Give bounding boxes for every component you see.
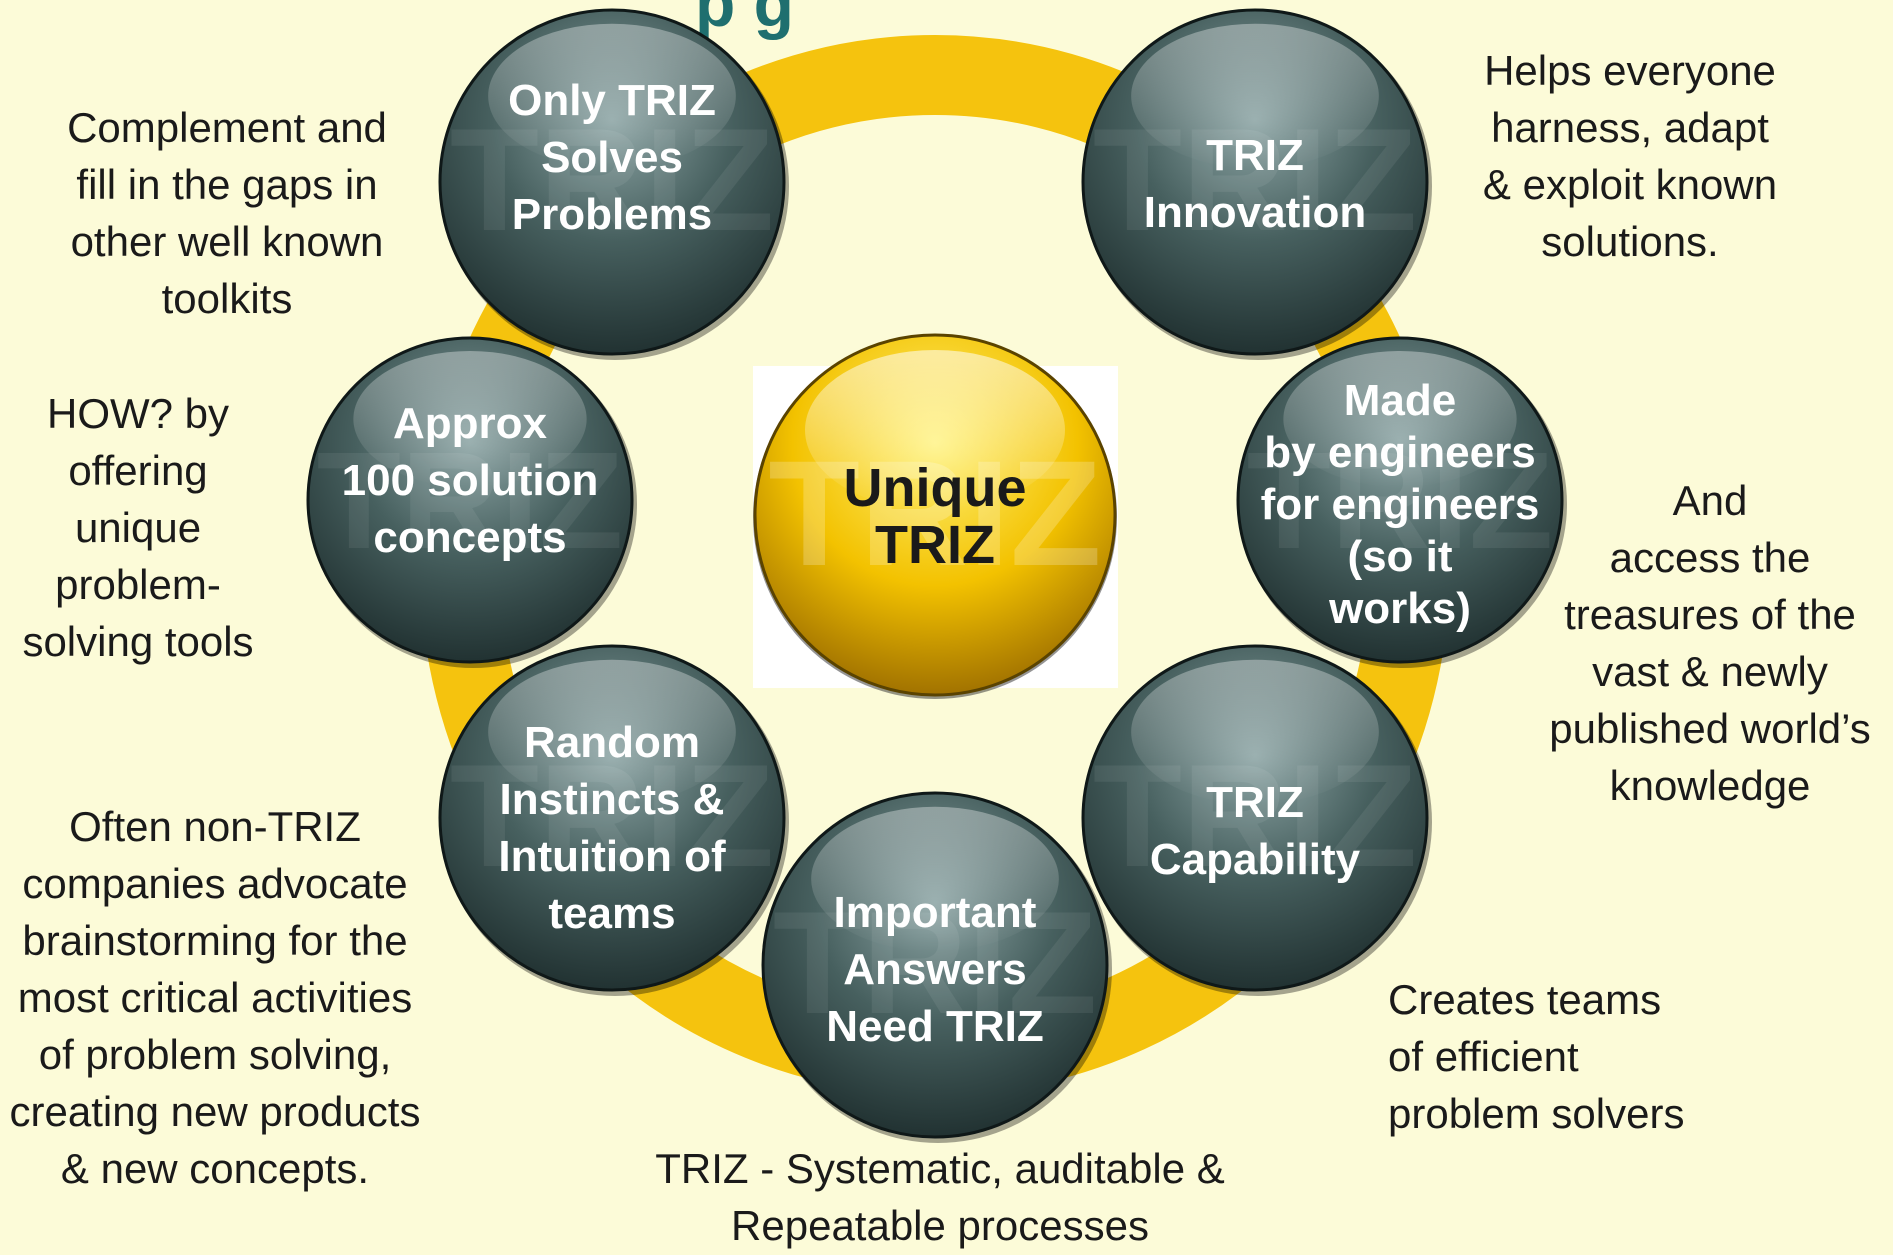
note-complement-line: other well known [70, 218, 384, 265]
note-complement-line: Complement and [67, 104, 387, 151]
note-creates-line: of efficient [1388, 1033, 1579, 1080]
center-label-line-1: Unique [844, 458, 1027, 518]
note-helps-line: & exploit known [1482, 161, 1778, 208]
note-creates: Creates teams of efficient problem solve… [1388, 971, 1728, 1142]
note-systematic-line: Repeatable processes [731, 1202, 1149, 1249]
node-highlight [1131, 23, 1379, 169]
center-node-unique-triz: TRIZ Unique TRIZ [753, 333, 1117, 699]
center-highlight [805, 350, 1065, 510]
node-label-line: Solves [541, 133, 683, 182]
note-helps: Helps everyone harness, adapt & exploit … [1445, 42, 1815, 270]
node-label-line: concepts [373, 513, 566, 562]
note-how-line: solving tools [22, 618, 254, 665]
note-access: And access the treasures of the vast & n… [1510, 472, 1893, 814]
note-helps-line: solutions. [1541, 218, 1719, 265]
node-watermark: TRIZ [450, 98, 774, 261]
node-label-line: TRIZ [1206, 778, 1304, 827]
node-watermark: TRIZ [450, 734, 774, 897]
note-access-line: And [1672, 477, 1748, 524]
note-often-line: of problem solving, [38, 1031, 392, 1078]
note-systematic: TRIZ - Systematic, auditable & Repeatabl… [560, 1140, 1320, 1254]
node-highlight [488, 659, 736, 805]
title-fragment: p g [695, 0, 794, 40]
node-watermark: TRIZ [1093, 98, 1417, 261]
center-label-line-2: TRIZ [875, 515, 995, 575]
note-often-line: brainstorming for the [22, 917, 408, 964]
node-label-line: Important [834, 888, 1037, 937]
node-label-line: for engineers [1261, 480, 1540, 529]
node-label-line: 100 solution [342, 456, 599, 505]
node-label-line: Capability [1150, 835, 1361, 884]
node-label-line: Answers [843, 945, 1026, 994]
note-complement-line: toolkits [161, 275, 293, 322]
node-label-line: works) [1328, 584, 1471, 633]
note-often-line: most critical activities [17, 974, 413, 1021]
note-access-line: knowledge [1609, 762, 1811, 809]
note-creates-line: problem solvers [1388, 1090, 1685, 1137]
node-highlight [811, 806, 1059, 952]
note-often-line: & new concepts. [60, 1145, 370, 1192]
node-label-line: Problems [512, 190, 713, 239]
note-often-line: Often non-TRIZ [69, 803, 361, 850]
note-access-line: access the [1609, 534, 1811, 581]
note-access-line: published world’s [1549, 705, 1871, 752]
note-access-line: treasures of the [1564, 591, 1856, 638]
node-label-line: TRIZ [1206, 131, 1304, 180]
note-how-line: unique [74, 504, 202, 551]
node-watermark: TRIZ [1247, 424, 1554, 578]
center-watermark: TRIZ [768, 429, 1101, 597]
node-label-line: Intuition of [498, 832, 726, 881]
node-label-line: Need TRIZ [826, 1002, 1044, 1051]
node-highlight [1131, 659, 1379, 805]
note-how: HOW? by offering unique problem- solving… [0, 385, 276, 670]
node-watermark: TRIZ [1093, 734, 1417, 897]
note-complement: Complement and fill in the gaps in other… [12, 99, 442, 327]
note-often-line: creating new products [9, 1088, 421, 1135]
node-highlight [1283, 350, 1517, 488]
note-creates-line: Creates teams [1388, 976, 1662, 1023]
node-watermark: TRIZ [317, 424, 624, 578]
note-how-line: offering [68, 447, 208, 494]
node-label-line: teams [548, 889, 675, 938]
note-how-line: HOW? by [46, 390, 230, 437]
note-access-line: vast & newly [1592, 648, 1828, 695]
note-how-line: problem- [55, 561, 221, 608]
node-label-line: (so it [1347, 532, 1452, 581]
node-highlight [488, 23, 736, 169]
note-helps-line: Helps everyone [1484, 47, 1776, 94]
note-complement-line: fill in the gaps in [76, 161, 378, 208]
node-label-line: Instincts & [500, 775, 725, 824]
node-label-line: Approx [393, 399, 548, 448]
node-label-line: Made [1344, 376, 1456, 425]
note-often-line: companies advocate [22, 860, 408, 907]
note-often: Often non-TRIZ companies advocate brains… [0, 798, 450, 1197]
note-helps-line: harness, adapt [1491, 104, 1769, 151]
node-label-line: Random [524, 718, 700, 767]
node-label-line: Innovation [1144, 188, 1366, 237]
node-label-line: by engineers [1264, 428, 1535, 477]
node-watermark: TRIZ [773, 881, 1097, 1044]
note-systematic-line: TRIZ - Systematic, auditable & [655, 1145, 1225, 1192]
node-highlight [353, 350, 587, 488]
node-label-line: Only TRIZ [508, 76, 716, 125]
